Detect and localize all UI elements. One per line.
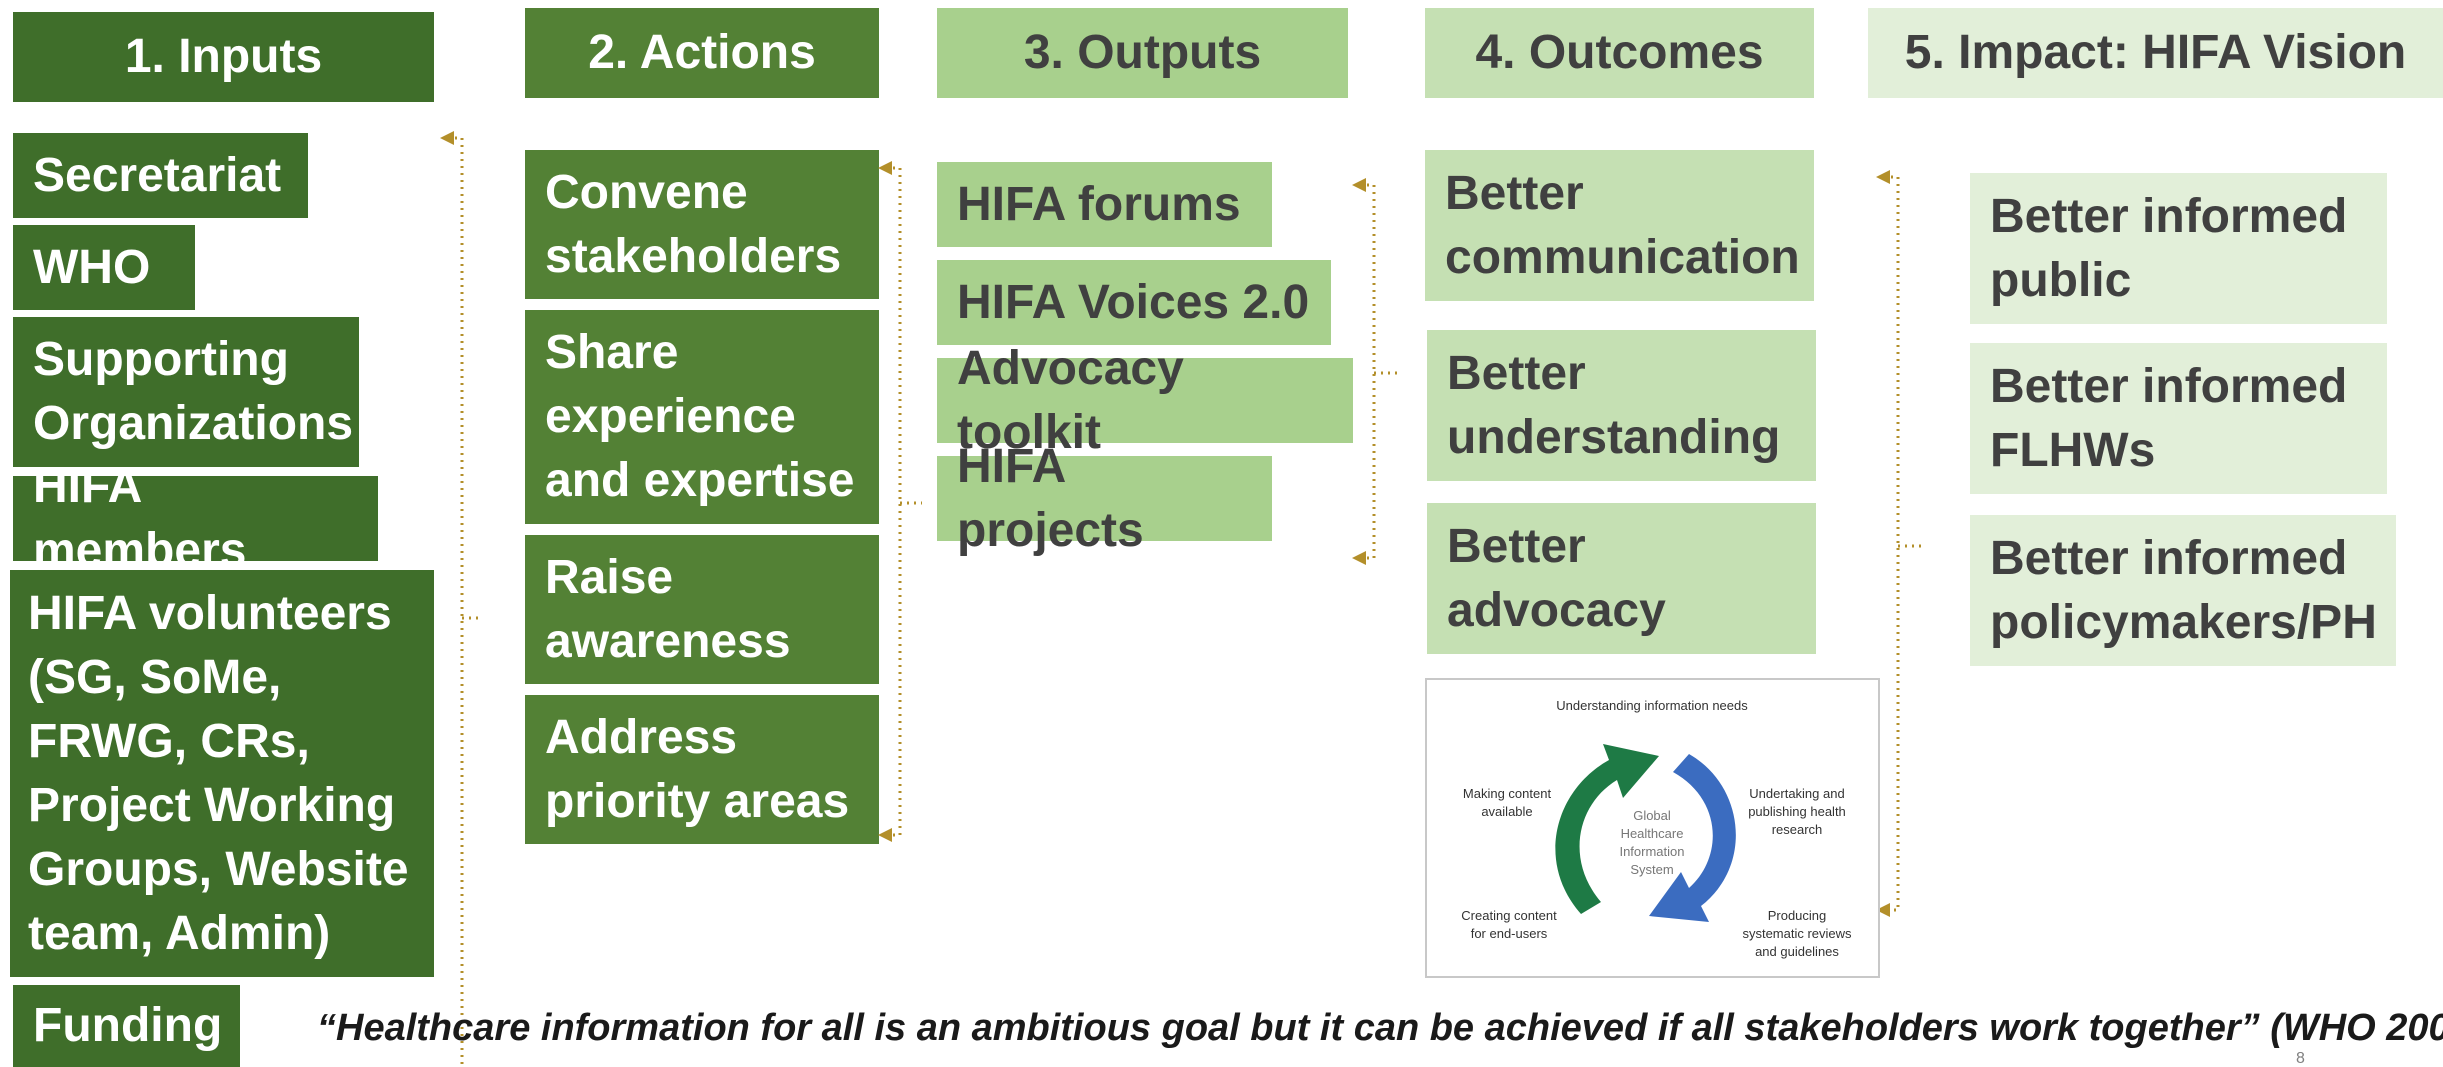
output-projects-label: HIFA projects [957,439,1144,557]
inputs-bracket [448,136,464,1067]
inputs-header: 1. Inputs [13,12,434,102]
outputs-bracket-arrowhead-top [1352,178,1366,192]
input-volunteers-line-2: (SG, SoMe, [28,650,282,704]
cycle-label-left-bottom-2: for end-users [1471,926,1548,941]
action-address-line-1: Address [545,710,738,764]
output-hifa-forums: HIFA forums [937,162,1272,247]
input-volunteers-line-3: FRWG, CRs, [28,714,310,768]
output-voices-label: HIFA Voices 2.0 [957,275,1310,329]
cycle-center-line-1: Global [1633,808,1671,823]
output-hifa-projects: HIFA projects [937,440,1272,557]
input-secretariat: Secretariat [13,133,308,218]
action-share-line-2: experience [545,390,796,443]
input-members-label: HIFA members [33,459,247,577]
output-advocacy-toolkit: Advocacy toolkit [937,342,1353,459]
action-share: Share experience and expertise [525,310,879,524]
action-address-priority: Address priority areas [525,695,879,844]
cycle-green-arrow [1555,744,1659,914]
input-volunteers-line-4: Project Working [28,778,396,832]
outcome-communication: Better communication [1425,150,1814,301]
cycle-label-right-top-3: research [1772,822,1823,837]
outputs-header-label: 3. Outputs [1023,26,1262,79]
cycle-label-right-bottom-2: systematic reviews [1742,926,1852,941]
cycle-label-right-bottom-1: Producing [1768,908,1827,923]
impact-flhws-line-2: FLHWs [1990,423,2156,477]
cycle-center-line-4: System [1630,862,1673,877]
input-funding: Funding [13,985,240,1067]
input-who: WHO [13,225,195,310]
cycle-label-left-top-2: available [1481,804,1532,819]
cycle-label-left-bottom-1: Creating content [1461,908,1557,923]
impact-public-line-2: public [1990,253,2132,307]
input-hifa-volunteers: HIFA volunteers (SG, SoMe, FRWG, CRs, Pr… [10,570,434,977]
inputs-header-label: 1. Inputs [124,30,323,83]
action-share-line-1: Share [545,326,679,379]
input-who-label: WHO [33,240,151,294]
input-hifa-members: HIFA members [13,460,378,577]
input-volunteers-line-6: team, Admin) [28,906,331,960]
actions-bracket [886,166,902,837]
impact-policymakers: Better informed policymakers/PH [1970,515,2396,666]
output-forums-label: HIFA forums [957,177,1241,231]
input-volunteers-line-5: Groups, Website [28,842,409,896]
cycle-center-line-2: Healthcare [1621,826,1684,841]
outputs-header: 3. Outputs [937,8,1348,98]
outcome-advocacy-line-1: Better [1447,519,1586,573]
cycle-label-top: Understanding information needs [1556,698,1748,713]
outcome-communication-line-1: Better [1445,166,1584,220]
outputs-bracket-arrowhead-bottom [1352,551,1366,565]
cycle-label-right-top-1: Undertaking and [1749,786,1844,801]
outcomes-bracket-arrowhead-top [1876,170,1890,184]
outputs-bracket [1360,183,1376,560]
who-quote: “Healthcare information for all is an am… [317,1007,2443,1049]
action-share-line-3: and expertise [545,454,855,507]
impact-public-line-1: Better informed [1990,189,2348,243]
action-convene: Convene stakeholders [525,150,879,299]
impact-policymakers-line-1: Better informed [1990,531,2348,585]
output-toolkit-label: Advocacy toolkit [957,341,1184,459]
actions-bracket-arrowhead-top [878,161,892,175]
action-raise-line-1: Raise [545,550,674,604]
outcome-advocacy: Better advocacy [1427,503,1816,654]
outcome-understanding: Better understanding [1427,330,1816,481]
input-volunteers-line-1: HIFA volunteers [28,586,392,640]
outcomes-bracket [1884,175,1900,912]
impact-flhws-line-1: Better informed [1990,359,2348,413]
action-raise-line-2: awareness [545,614,791,668]
inputs-bracket-arrowhead [440,131,454,145]
outcome-understanding-line-2: understanding [1447,410,1781,464]
outcome-understanding-line-1: Better [1447,346,1586,400]
page-number: 8 [2296,1050,2305,1067]
action-raise-awareness: Raise awareness [525,535,879,684]
outcomes-header: 4. Outcomes [1425,8,1814,98]
input-supporting-line-2: Organizations [33,397,354,450]
cycle-label-right-bottom-3: and guidelines [1755,944,1839,959]
action-address-line-2: priority areas [545,774,850,828]
outcome-advocacy-line-2: advocacy [1447,583,1666,637]
actions-header-label: 2. Actions [588,26,816,79]
actions-bracket-arrowhead-bottom [878,828,892,842]
information-cycle-figure: Understanding information needs Making c… [1425,678,1880,978]
outcomes-header-label: 4. Outcomes [1475,26,1764,79]
input-supporting-line-1: Supporting [33,333,289,386]
cycle-center-line-3: Information [1619,844,1684,859]
impact-public: Better informed public [1970,173,2387,324]
cycle-label-left-top-1: Making content [1463,786,1552,801]
outcome-communication-line-2: communication [1445,230,1800,284]
impact-header: 5. Impact: HIFA Vision [1868,8,2443,98]
information-cycle-diagram: Understanding information needs Making c… [1461,698,1852,959]
cycle-blue-arrow [1649,754,1736,922]
action-convene-line-1: Convene [545,165,748,219]
impact-header-label: 5. Impact: HIFA Vision [1904,26,2407,79]
cycle-label-right-top-2: publishing health [1748,804,1846,819]
action-convene-line-2: stakeholders [545,229,842,283]
actions-header: 2. Actions [525,8,879,98]
input-secretariat-label: Secretariat [33,148,282,202]
impact-policymakers-line-2: policymakers/PH [1990,595,2377,649]
input-funding-label: Funding [33,999,223,1052]
output-hifa-voices: HIFA Voices 2.0 [937,260,1331,345]
